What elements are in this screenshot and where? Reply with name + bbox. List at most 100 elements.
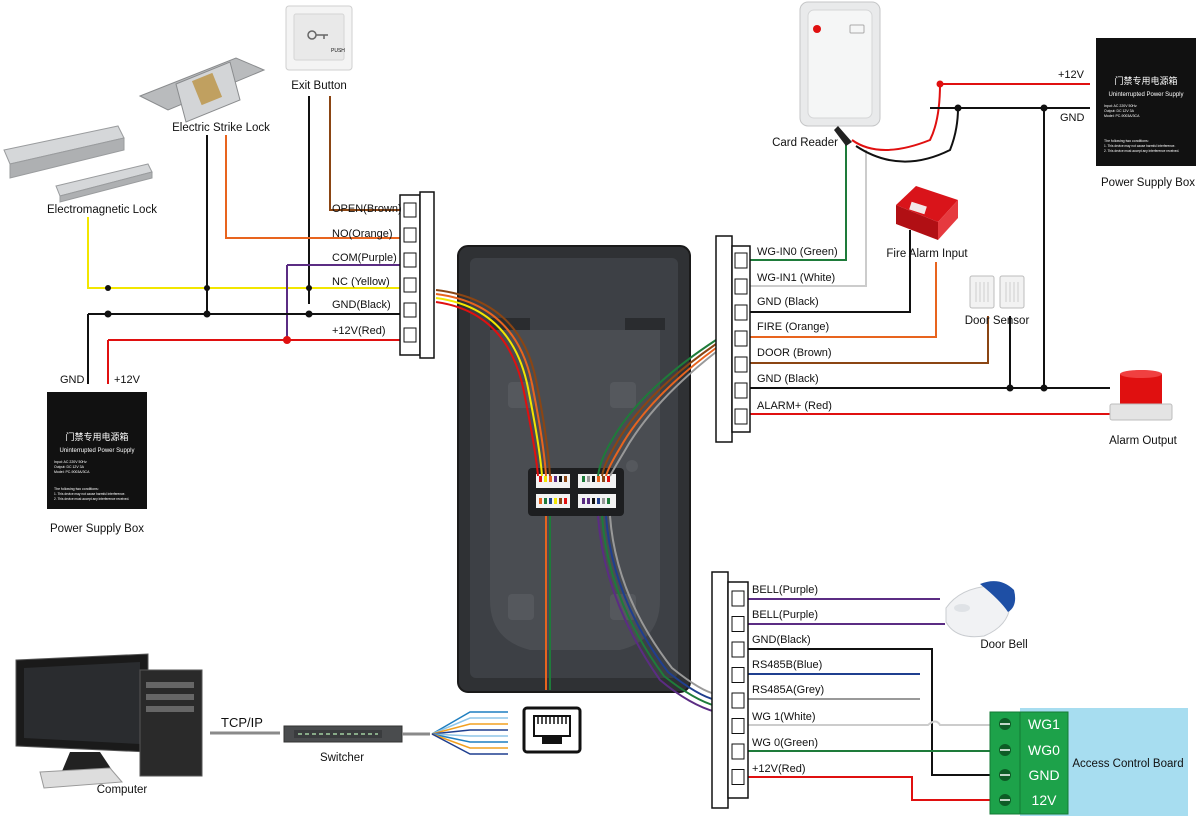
terminal-screw-cell bbox=[731, 616, 745, 632]
door-sensor: Door Sensor bbox=[965, 275, 1029, 327]
right-top-terminal-label: DOOR (Brown) bbox=[757, 347, 832, 359]
right-top-junctions bbox=[936, 80, 1048, 392]
alarm-output-label: Alarm Output bbox=[1109, 435, 1178, 447]
electric-strike-lock: Electric Strike Lock bbox=[138, 57, 270, 134]
terminal-screw-cell bbox=[403, 302, 417, 318]
exit-button-push-text: PUSH bbox=[331, 48, 345, 54]
left-psu-condition-2: 2. This device must accept any interfere… bbox=[54, 497, 129, 501]
left-power-supply: GND +12V 门禁专用电源箱 Uninterrupted Power Sup… bbox=[47, 374, 147, 535]
terminal-screw-cell bbox=[734, 252, 748, 269]
right-bottom-terminal-label: WG 1(White) bbox=[752, 711, 816, 723]
right-top-terminal-label: WG-IN1 (White) bbox=[757, 272, 835, 284]
left-12v-label: +12V bbox=[114, 374, 141, 386]
board-pin-gnd: GND bbox=[1028, 767, 1059, 783]
exit-button-label: Exit Button bbox=[291, 80, 347, 92]
switcher-label: Switcher bbox=[320, 752, 364, 764]
computer-label: Computer bbox=[97, 784, 148, 796]
right-bottom-wiring bbox=[748, 598, 1000, 801]
tcp-ip-label: TCP/IP bbox=[221, 715, 263, 730]
left-terminal-label: GND(Black) bbox=[332, 299, 391, 311]
right-bottom-terminal-label: +12V(Red) bbox=[752, 763, 806, 775]
right-bottom-terminal-label: BELL(Purple) bbox=[752, 609, 818, 621]
board-pin-wg0: WG0 bbox=[1028, 742, 1060, 758]
right-psu-chinese: 门禁专用电源箱 bbox=[1114, 75, 1177, 86]
rj45-port bbox=[522, 706, 582, 754]
access-control-board: WG1 WG0 GND 12V Access Control Board bbox=[989, 708, 1188, 816]
terminal-screw-cell bbox=[731, 718, 745, 734]
right-top-terminal-cells bbox=[734, 252, 748, 425]
terminal-screw-cell bbox=[731, 590, 745, 607]
left-gnd-label: GND bbox=[60, 374, 85, 386]
terminal-screw-cell bbox=[403, 277, 417, 293]
left-junctions bbox=[104, 285, 313, 344]
computer: Computer bbox=[15, 653, 203, 796]
right-psu-condition-2: 2. This device must accept any interfere… bbox=[1104, 149, 1179, 153]
right-top-terminal-label: GND (Black) bbox=[757, 296, 819, 308]
terminal-screw-cell bbox=[734, 382, 748, 399]
card-reader: Card Reader bbox=[772, 1, 881, 149]
left-psu-conditions: The following two conditions: bbox=[54, 487, 99, 491]
right-top-terminal-label: FIRE (Orange) bbox=[757, 321, 829, 333]
right-bottom-terminal-label: BELL(Purple) bbox=[752, 584, 818, 596]
terminal-screw-cell bbox=[403, 227, 417, 243]
right-psu-condition-1: 1. This device may not cause harmful int… bbox=[1104, 144, 1175, 148]
left-terminal-cells bbox=[403, 202, 417, 343]
left-psu-chinese: 门禁专用电源箱 bbox=[65, 431, 128, 442]
right-bottom-terminal-label: WG 0(Green) bbox=[752, 737, 818, 749]
left-psu-caption: Power Supply Box bbox=[50, 523, 144, 535]
right-bottom-terminal-cells bbox=[731, 590, 745, 785]
board-pin-12v: 12V bbox=[1032, 792, 1058, 808]
right-psu-input: Input: AC 220V 50Hz bbox=[1104, 104, 1137, 108]
right-gnd-label: GND bbox=[1060, 112, 1085, 124]
left-psu-model: Model: PC-9003A/3CA bbox=[54, 470, 90, 474]
terminal-screw-cell bbox=[734, 304, 748, 321]
card-reader-label: Card Reader bbox=[772, 137, 838, 149]
right-psu-english: Uninterrupted Power Supply bbox=[1108, 92, 1183, 98]
right-power-supply: +12V GND 门禁专用电源箱 Uninterrupted Power Sup… bbox=[1058, 38, 1196, 189]
terminal-screw-cell bbox=[403, 202, 417, 218]
terminal-labels: OPEN(Brown) NO(Orange) COM(Purple) NC (Y… bbox=[332, 203, 838, 775]
access-board-title: Access Control Board bbox=[1072, 758, 1183, 770]
right-top-terminal-label: GND (Black) bbox=[757, 373, 819, 385]
terminal-screw-cell bbox=[731, 692, 745, 709]
left-terminal-label: NO(Orange) bbox=[332, 228, 393, 240]
terminal-screw-cell bbox=[731, 769, 745, 785]
right-top-terminal-label: WG-IN0 (Green) bbox=[757, 246, 838, 258]
terminal-screw-cell bbox=[734, 408, 748, 425]
terminal-screw-cell bbox=[734, 330, 748, 347]
terminal-screw-cell bbox=[734, 278, 748, 295]
right-12v-label: +12V bbox=[1058, 69, 1085, 81]
left-wiring bbox=[87, 96, 400, 384]
fire-alarm-input: Fire Alarm Input bbox=[886, 186, 968, 260]
right-bottom-terminal-label: RS485A(Grey) bbox=[752, 684, 824, 696]
right-psu-conditions: The following two conditions: bbox=[1104, 139, 1149, 143]
door-bell-label: Door Bell bbox=[980, 639, 1027, 651]
board-pin-wg1: WG1 bbox=[1028, 716, 1060, 732]
exit-button: PUSH Exit Button bbox=[285, 5, 353, 92]
access-control-device bbox=[457, 245, 691, 693]
fire-alarm-input-label: Fire Alarm Input bbox=[886, 248, 968, 260]
left-terminal-label: COM(Purple) bbox=[332, 252, 397, 264]
alarm-output: Alarm Output bbox=[1109, 370, 1178, 447]
terminal-screw-cell bbox=[403, 252, 417, 268]
left-psu-output: Output: DC 12V 3A bbox=[54, 465, 85, 469]
electric-strike-lock-label: Electric Strike Lock bbox=[172, 122, 270, 134]
terminal-screw-cell bbox=[403, 327, 417, 343]
right-psu-caption: Power Supply Box bbox=[1101, 177, 1195, 189]
left-psu-english: Uninterrupted Power Supply bbox=[59, 448, 134, 454]
left-psu-input: Input: AC 220V 50Hz bbox=[54, 460, 87, 464]
terminal-screw-cell bbox=[731, 667, 745, 683]
electromagnetic-lock-label: Electromagnetic Lock bbox=[47, 204, 157, 216]
right-bottom-terminal-label: RS485B(Blue) bbox=[752, 659, 822, 671]
electromagnetic-lock: Electromagnetic Lock bbox=[3, 125, 157, 216]
terminal-screw-cell bbox=[731, 641, 745, 658]
cable-bundles bbox=[435, 289, 717, 713]
door-bell: Door Bell bbox=[945, 581, 1028, 651]
terminal-screw-cell bbox=[731, 743, 745, 760]
right-top-terminal-label: ALARM+ (Red) bbox=[757, 400, 832, 412]
left-psu-condition-1: 1. This device may not cause harmful int… bbox=[54, 492, 125, 496]
network: TCP/IP Switcher bbox=[210, 711, 508, 764]
left-terminal-label: +12V(Red) bbox=[332, 325, 386, 337]
left-terminal-label: NC (Yellow) bbox=[332, 276, 390, 288]
